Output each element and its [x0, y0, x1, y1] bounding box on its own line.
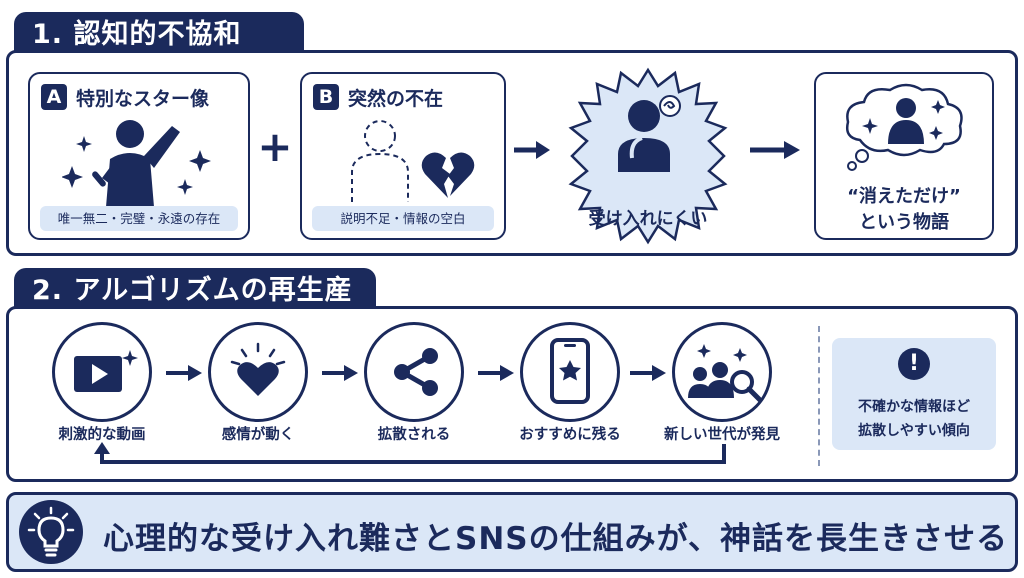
smartphone-star-icon — [550, 338, 590, 404]
burst-label: 受け入れにくい — [588, 209, 708, 229]
step-label-4: おすすめに残る — [519, 427, 621, 443]
arrow-right-icon — [476, 362, 516, 384]
arrow-right-icon — [164, 362, 204, 384]
conclusion-text: 心理的な受け入れ難さとSNSの仕組みが、神話を長生きさせる — [103, 521, 1008, 557]
section2-title: 2. アルゴリズムの再生産 — [14, 268, 376, 308]
heart-icon — [228, 342, 288, 398]
exclamation-icon: ! — [898, 348, 930, 380]
video-play-icon — [74, 350, 138, 396]
step-circle-3 — [364, 322, 464, 422]
broken-heart-icon — [420, 150, 476, 200]
conclusion-banner: 心理的な受け入れ難さとSNSの仕組みが、神話を長生きさせる — [6, 492, 1018, 572]
absent-person-icon — [340, 114, 420, 204]
arrow-right-icon — [320, 362, 360, 384]
arrow-right-icon — [512, 138, 552, 162]
loop-back-arrow — [92, 442, 732, 468]
card-a-caption: 唯一無二・完璧・永遠の存在 — [40, 206, 238, 231]
card-star-image: A 特別なスター像 唯一無二・完璧・永遠の存在 — [28, 72, 250, 240]
dashed-divider — [818, 326, 820, 466]
card-b-caption: 説明不足・情報の空白 — [312, 206, 494, 231]
card-myth-story: “消えただけ” という物語 — [814, 72, 994, 240]
step-label-5: 新しい世代が発見 — [664, 427, 780, 443]
note-box: ! 不確かな情報ほど 拡散しやすい傾向 — [832, 338, 996, 450]
badge-a: A — [41, 84, 67, 110]
confused-person-icon — [612, 92, 696, 172]
thought-bubble-icon — [840, 82, 970, 172]
step-label-3: 拡散される — [377, 427, 451, 443]
result-line1: “消えただけ” — [847, 186, 961, 207]
note-line2: 拡散しやすい傾向 — [858, 423, 970, 439]
singer-icon — [62, 114, 222, 209]
result-line2: という物語 — [859, 212, 949, 233]
lightbulb-icon — [19, 500, 83, 564]
share-icon — [390, 346, 442, 398]
card-a-title: 特別なスター像 — [76, 88, 210, 110]
section1-title: 1. 認知的不協和 — [14, 12, 304, 52]
arrow-right-icon — [748, 138, 802, 162]
people-search-icon — [684, 340, 768, 410]
card-sudden-absence: B 突然の不在 説明不足・情報の空白 — [300, 72, 506, 240]
step-label-1: 刺激的な動画 — [58, 427, 146, 443]
card-b-title: 突然の不在 — [348, 88, 444, 110]
note-line1: 不確かな情報ほど — [858, 399, 970, 415]
arrow-right-icon — [628, 362, 668, 384]
step-label-2: 感情が動く — [221, 427, 295, 443]
badge-b: B — [313, 84, 339, 110]
plus-sign: + — [257, 122, 293, 171]
